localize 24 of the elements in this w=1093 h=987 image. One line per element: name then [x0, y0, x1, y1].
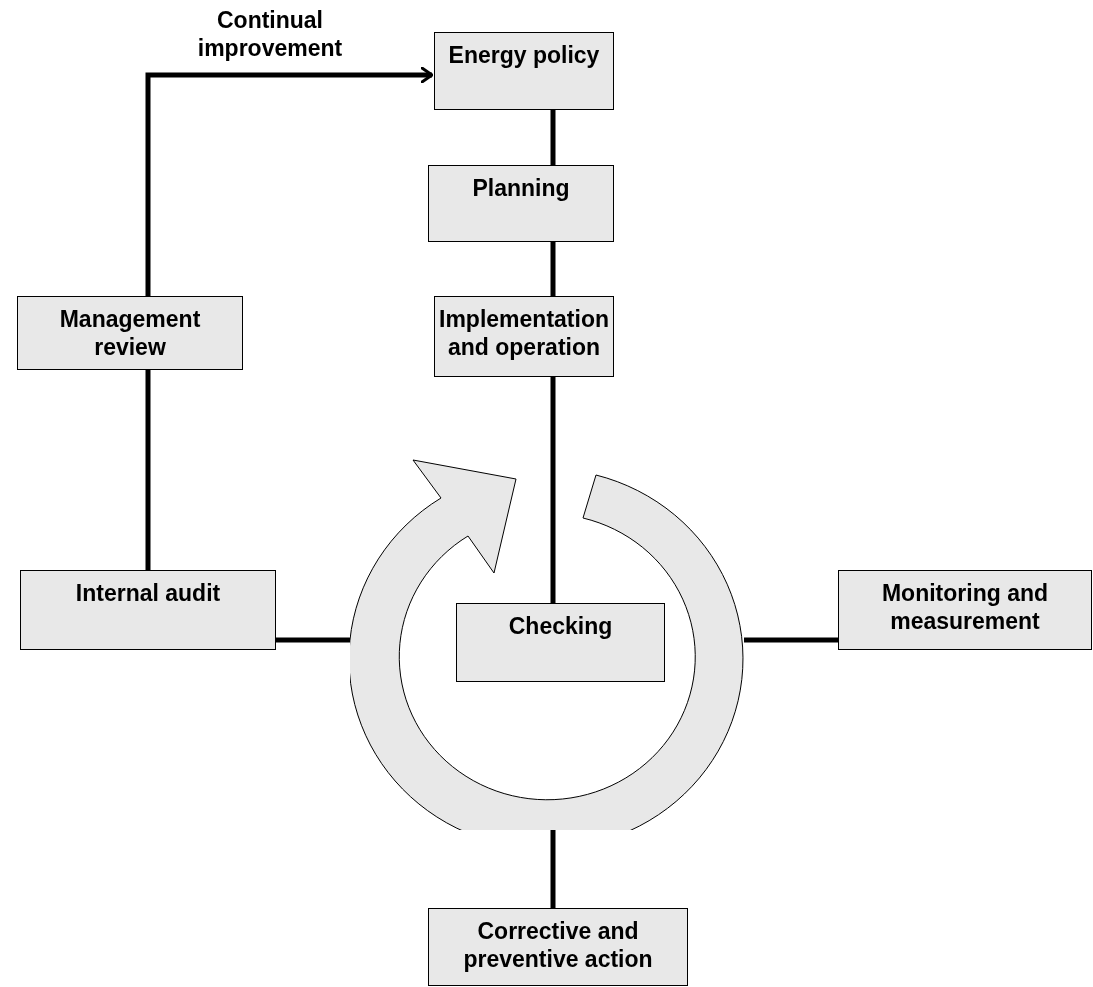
connector-line — [550, 377, 556, 603]
process-box — [434, 296, 614, 377]
box-label: Planning — [472, 174, 570, 202]
box-label: Energy policy — [448, 41, 600, 69]
box-label: Management review — [58, 305, 202, 361]
connector-line — [550, 110, 556, 165]
process-box — [428, 165, 614, 242]
connector-line — [276, 637, 350, 643]
box-label: Corrective and preventive action — [462, 917, 654, 973]
process-box — [838, 570, 1092, 650]
process-box — [428, 908, 688, 986]
connector-line — [744, 637, 838, 643]
connector-line — [550, 242, 556, 296]
process-box — [456, 603, 665, 682]
process-box — [17, 296, 243, 370]
connector-line — [145, 370, 151, 570]
process-box — [20, 570, 276, 650]
connector-line — [550, 830, 556, 908]
box-label: Implementation and operation — [439, 305, 609, 361]
box-label: Internal audit — [75, 579, 221, 607]
box-label: Monitoring and measurement — [880, 579, 1050, 635]
process-box — [434, 32, 614, 110]
box-label: Checking — [508, 612, 613, 640]
arrow — [145, 66, 434, 296]
